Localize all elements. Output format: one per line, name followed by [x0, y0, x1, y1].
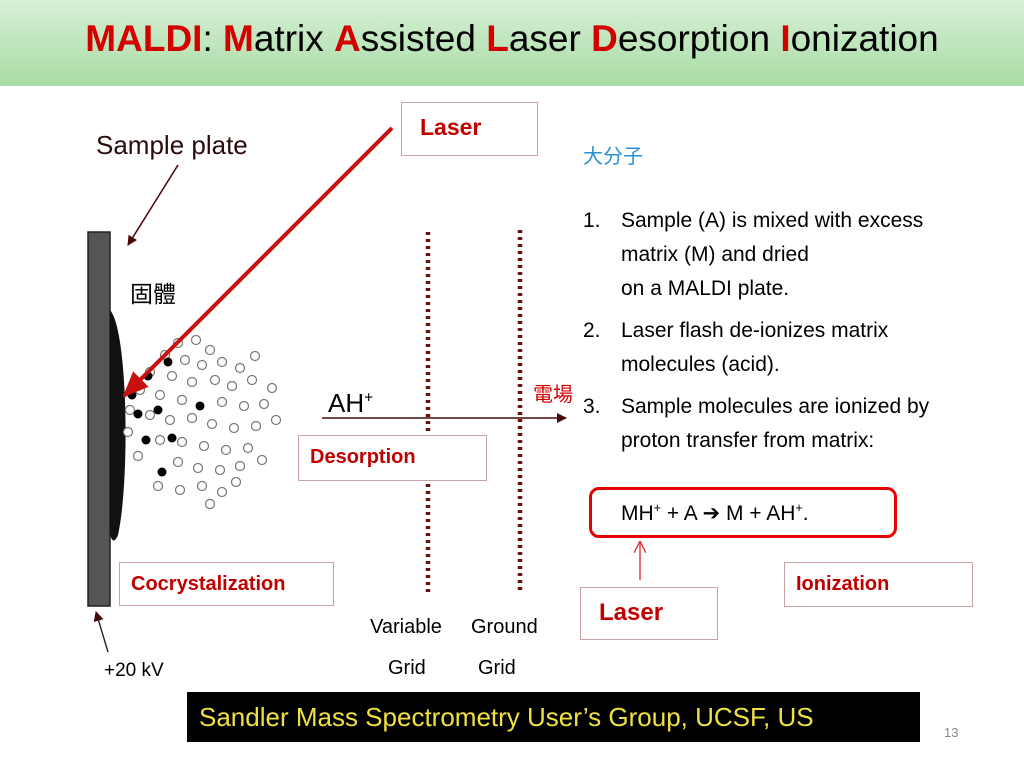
ionization-box: Ionization — [784, 562, 973, 607]
laser-box-top: Laser — [401, 102, 538, 156]
desorption-label: Desorption — [310, 446, 416, 468]
laser-top-label: Laser — [420, 114, 482, 140]
large-molecule-label: 大分子 — [583, 144, 643, 168]
voltage-label: +20 kV — [104, 660, 164, 681]
sample-plate — [87, 231, 111, 607]
solid-label: 固體 — [130, 282, 176, 308]
step-2: 2. Laser flash de-ionizes matrix molecul… — [583, 319, 889, 376]
title-banner — [0, 0, 1024, 86]
variable-grid-sublabel: Grid — [388, 657, 426, 679]
ground-grid-label: Ground — [471, 616, 538, 638]
footer-banner: Sandler Mass Spectrometry User’s Group, … — [187, 692, 920, 742]
footer-text: Sandler Mass Spectrometry User’s Group, … — [199, 702, 814, 732]
variable-grid-label: Variable — [370, 616, 442, 638]
sample-plate-pointer — [127, 164, 179, 246]
electric-field-label: 電場 — [533, 382, 573, 406]
cocrystalization-box: Cocrystalization — [119, 562, 334, 606]
ion-label: AH+ — [328, 388, 374, 418]
page-number: 13 — [944, 725, 959, 740]
laser-box-bottom: Laser — [580, 587, 718, 640]
steps-list: 1. Sample (A) is mixed with excess matri… — [583, 204, 1013, 466]
sample-layer — [110, 310, 126, 541]
cocrystalization-label: Cocrystalization — [131, 573, 286, 595]
right-arrow-icon: ➔ — [702, 501, 721, 525]
ionization-label: Ionization — [796, 573, 890, 595]
laser-bottom-label: Laser — [599, 599, 664, 626]
ground-grid-sublabel: Grid — [478, 657, 516, 679]
step-1: 1. Sample (A) is mixed with excess matri… — [583, 209, 924, 300]
desorption-box: Desorption — [298, 435, 487, 481]
step-3: 3. Sample molecules are ionized by proto… — [583, 395, 930, 452]
voltage-pointer — [93, 611, 109, 653]
laser-beam — [122, 126, 394, 398]
equation-box — [589, 487, 897, 538]
sample-plate-label: Sample plate — [96, 130, 248, 160]
page-title: MALDI: Matrix Assisted Laser Desorption … — [85, 18, 939, 59]
proton-transfer-equation: MH+ + A ➔ M + AH+. — [621, 501, 809, 525]
matrix-plume — [122, 334, 282, 510]
